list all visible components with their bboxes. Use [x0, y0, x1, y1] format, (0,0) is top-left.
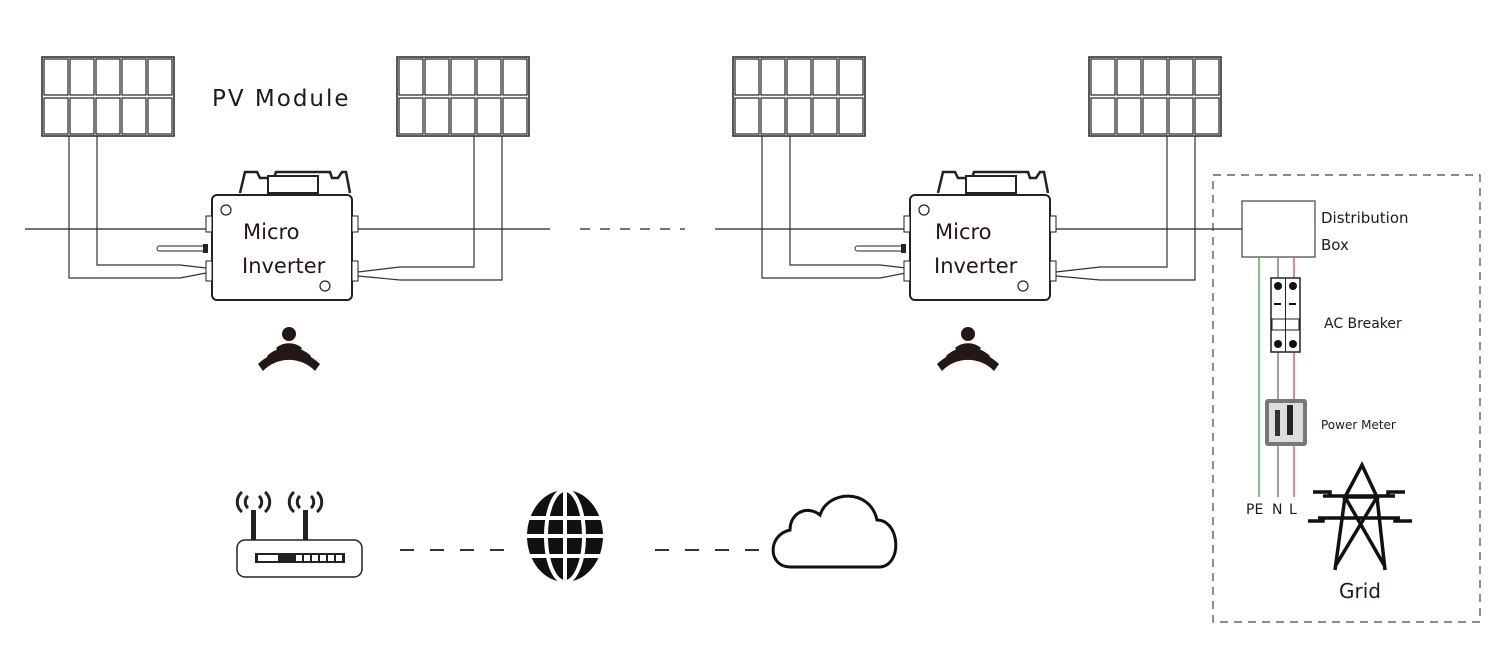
inverter-label-line2: Inverter: [934, 254, 1018, 278]
solar-panel-icon: [732, 56, 866, 137]
solar-panel-icon: [41, 56, 175, 137]
grid-connection-boundary: [1212, 174, 1481, 623]
l-label: L: [1289, 502, 1297, 518]
wifi-signal-icon: [258, 327, 320, 371]
solar-panel-icon: [1088, 56, 1222, 137]
pe-label: PE: [1246, 502, 1263, 518]
breaker-icon: [1270, 277, 1301, 353]
inverter-label-line2: Inverter: [242, 254, 326, 278]
wifi-signal-icon: [937, 327, 999, 371]
ac-breaker-label: AC Breaker: [1324, 316, 1402, 332]
grid-label: Grid: [1339, 579, 1381, 603]
inverter-label-line1: Micro: [243, 220, 300, 244]
distribution-box-label-line2: Box: [1321, 236, 1349, 254]
cloud-icon: [771, 494, 898, 569]
distribution-box-label-line1: Distribution: [1321, 209, 1409, 227]
dc-wires: [68, 136, 1196, 281]
inverter-label-line1: Micro: [935, 220, 992, 244]
router-icon: [235, 490, 363, 578]
solar-panel-icon: [396, 56, 530, 137]
pv-module-label: PV Module: [212, 86, 351, 112]
distribution-box: [1241, 200, 1316, 258]
power-meter-icon: [1265, 399, 1307, 446]
globe-icon: [520, 488, 610, 584]
transmission-tower-icon: [1308, 461, 1412, 571]
n-label: N: [1272, 502, 1282, 518]
power-meter-label: Power Meter: [1321, 418, 1396, 432]
